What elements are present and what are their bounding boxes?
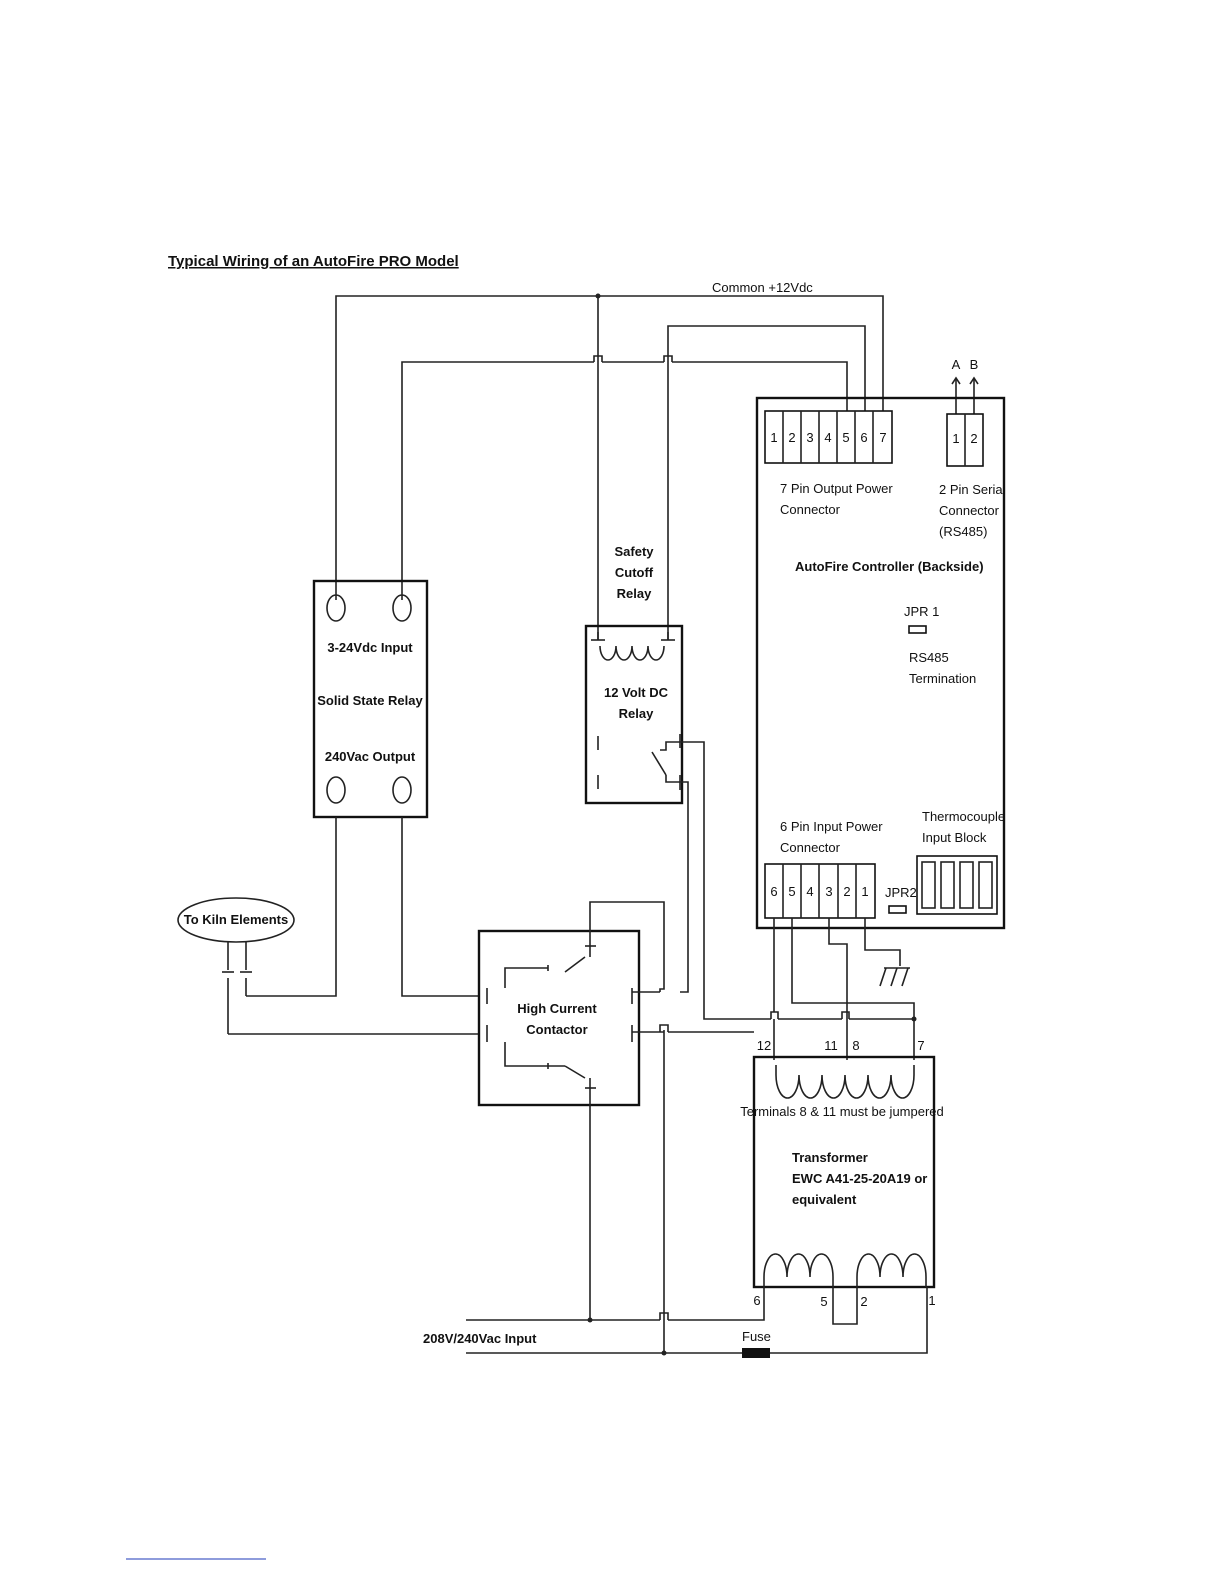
output-connector-label-2: Connector <box>780 502 841 517</box>
output-pin-label: 5 <box>842 430 849 445</box>
contactor-label-2: Contactor <box>526 1022 587 1037</box>
input-pin-label: 1 <box>861 884 868 899</box>
jumper-note: Terminals 8 & 11 must be jumpered <box>740 1104 944 1119</box>
transformer-pin-label: 1 <box>928 1293 935 1308</box>
input-label: 208V/240Vac Input <box>423 1331 537 1346</box>
ssr-control-wire <box>401 355 848 600</box>
safety-cutoff-relay <box>584 624 684 805</box>
transformer-name: Transformer <box>792 1150 868 1165</box>
relay-switch-icon <box>597 734 681 790</box>
serial-connector-label-3: (RS485) <box>939 524 987 539</box>
primary-coil-icon <box>763 1253 927 1287</box>
ground-icon <box>879 967 910 987</box>
input-power-connector <box>764 863 876 919</box>
thermocouple-label-2: Input Block <box>922 830 987 845</box>
relay-control-wire <box>667 325 866 640</box>
contactor-label: High Current <box>517 1001 597 1016</box>
serial-connector-label: 2 Pin Serial <box>939 482 1006 497</box>
transformer-pin-label: 11 <box>824 1038 838 1053</box>
input-wires <box>466 1287 928 1356</box>
output-pin-label: 1 <box>770 430 777 445</box>
jpr2-label: JPR2 <box>885 885 917 900</box>
safety-label-2: Cutoff <box>615 565 654 580</box>
controller-name: AutoFire Controller (Backside) <box>795 559 984 574</box>
common-bus-wire <box>335 293 884 640</box>
serial-a-label: A <box>952 357 961 372</box>
contactor-switch-icon <box>486 945 633 1089</box>
output-pin-label: 6 <box>860 430 867 445</box>
safety-label: Safety <box>614 544 654 559</box>
transformer-pin-label: 7 <box>917 1038 924 1053</box>
thermocouple-label: Thermocouple <box>922 809 1005 824</box>
ssr-output-label: 240Vac Output <box>325 749 416 764</box>
jpr1-label: JPR 1 <box>904 604 939 619</box>
output-power-connector <box>764 410 893 464</box>
safety-label-3: Relay <box>617 586 652 601</box>
high-current-contactor <box>477 929 641 1107</box>
input-pin-label: 6 <box>770 884 777 899</box>
relay-type-label-2: Relay <box>619 706 654 721</box>
output-pin-label: 4 <box>824 430 831 445</box>
serial-connector-label-2: Connector <box>939 503 1000 518</box>
solid-state-relay <box>312 579 429 819</box>
transformer-pin-label: 5 <box>820 1294 827 1309</box>
secondary-coil-icon <box>775 1065 915 1099</box>
serial-pin-label: 1 <box>952 431 959 446</box>
transformer-pin-label: 8 <box>852 1038 859 1053</box>
input-pin-label: 3 <box>825 884 832 899</box>
output-pin-label: 3 <box>806 430 813 445</box>
rs485-label-2: Termination <box>909 671 976 686</box>
input-pin-label: 5 <box>788 884 795 899</box>
serial-b-label: B <box>970 357 979 372</box>
output-pin-label: 7 <box>879 430 886 445</box>
common-12vdc-label: Common +12Vdc <box>712 280 813 295</box>
relay-coil-icon <box>591 632 675 661</box>
transformer-pin-label: 2 <box>860 1294 867 1309</box>
diagram-title: Typical Wiring of an AutoFire PRO Model <box>168 253 459 270</box>
transformer <box>752 1055 936 1289</box>
input-connector-label: 6 Pin Input Power <box>780 819 883 834</box>
output-pin-label: 2 <box>788 430 795 445</box>
serial-pin-label: 2 <box>970 431 977 446</box>
primary-jumper-wire <box>832 1287 858 1325</box>
transformer-equivalent: equivalent <box>792 1192 857 1207</box>
jpr2-jumper <box>888 905 907 914</box>
serial-connector <box>946 413 984 467</box>
input-pin-label: 4 <box>806 884 813 899</box>
output-connector-label: 7 Pin Output Power <box>780 481 893 496</box>
transformer-pin-label: 12 <box>757 1038 771 1053</box>
relay-type-label: 12 Volt DC <box>604 685 669 700</box>
fuse-label: Fuse <box>742 1329 771 1344</box>
transformer-model: EWC A41-25-20A19 or <box>792 1171 927 1186</box>
transformer-pin-label: 6 <box>753 1293 760 1308</box>
controller-input-wires <box>770 918 917 1060</box>
thermocouple-block <box>916 855 998 915</box>
rs485-label: RS485 <box>909 650 949 665</box>
kiln-elements <box>177 897 295 943</box>
fuse-icon <box>742 1348 770 1358</box>
input-connector-label-2: Connector <box>780 840 841 855</box>
autofire-controller <box>755 396 1006 930</box>
ssr-input-label: 3-24Vdc Input <box>327 640 413 655</box>
kiln-wires <box>222 817 480 1035</box>
kiln-label: To Kiln Elements <box>184 912 289 927</box>
ssr-terminal-icon <box>326 594 412 804</box>
relay-switch-wires <box>680 741 771 1020</box>
contactor-wires <box>589 901 754 1320</box>
jpr1-jumper <box>908 625 927 634</box>
ssr-name: Solid State Relay <box>317 693 423 708</box>
input-pin-label: 2 <box>843 884 850 899</box>
